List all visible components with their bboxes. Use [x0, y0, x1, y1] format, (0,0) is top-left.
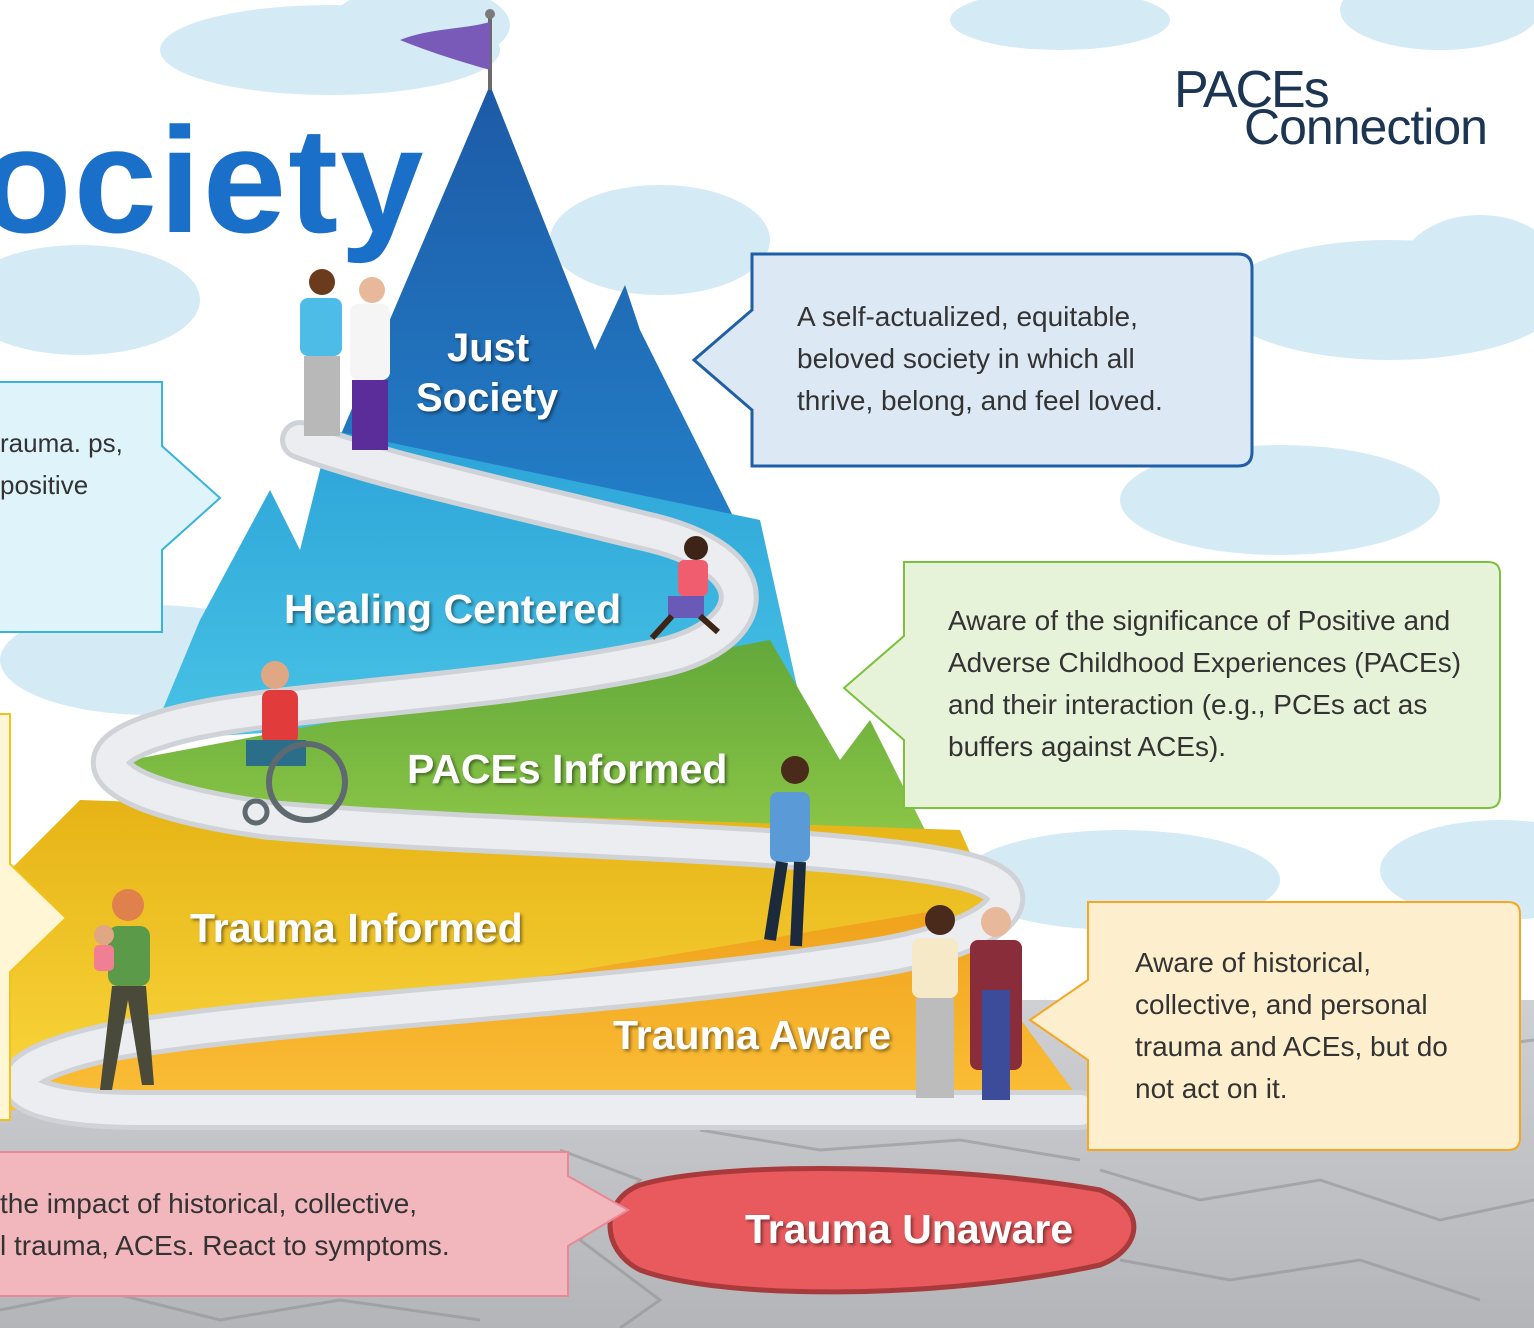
walker-with-backpack-figure	[764, 756, 810, 947]
spiral-path	[0, 420, 1100, 1130]
healing-centered-description: rauma. ps, positive	[0, 428, 123, 500]
just-society-label-line-2: Society	[416, 376, 559, 420]
healing-centered-callout-box	[0, 381, 222, 633]
paces-informed-callout-box	[842, 561, 1501, 809]
wheelchair-user-figure	[242, 661, 348, 826]
trauma-aware-description: Aware of historical, collective, and per…	[1135, 947, 1448, 1104]
parent-with-child-figure	[94, 889, 154, 1090]
paces-informed-label: PACEs Informed	[407, 746, 728, 792]
just-society-layer	[330, 85, 745, 540]
trauma-informed-label: Trauma Informed	[190, 905, 523, 951]
just-society-description: A self-actualized, equitable, beloved so…	[797, 301, 1163, 416]
paces-informed-description: Aware of the significance of Positive an…	[948, 605, 1462, 762]
logo-line-1: PACEs	[1174, 61, 1330, 119]
runner-figure	[649, 536, 720, 641]
trauma-unaware-description-line-1: the impact of historical, collective,	[0, 1188, 418, 1219]
trauma-unaware-label: Trauma Unaware	[745, 1206, 1074, 1252]
trauma-aware-callout-box	[1028, 901, 1521, 1151]
logo-line-2: Connection	[1244, 99, 1488, 155]
paces-connection-logo: PACEs Connection	[1174, 60, 1524, 160]
trauma-informed-callout-box	[0, 713, 68, 1121]
trauma-unaware-description-line-2: l trauma, ACEs. React to symptoms.	[0, 1230, 450, 1261]
just-society-callout-box	[691, 252, 1254, 468]
hikers-at-summit	[300, 269, 390, 450]
two-women-figures	[912, 905, 1022, 1100]
healing-centered-label: Healing Centered	[284, 586, 622, 632]
trauma-unaware-pit	[607, 1166, 1137, 1295]
just-society-label-line-1: Just	[447, 326, 530, 370]
trauma-unaware-callout-box	[0, 1151, 630, 1297]
page-title: ociety	[0, 96, 426, 264]
trauma-aware-label: Trauma Aware	[613, 1012, 892, 1058]
summit-flag	[400, 9, 495, 90]
